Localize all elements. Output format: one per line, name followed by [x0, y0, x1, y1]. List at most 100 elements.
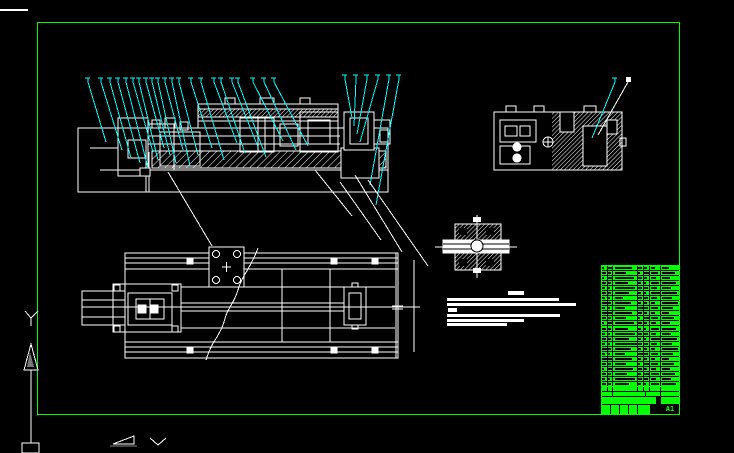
bom-cell: [644, 351, 649, 356]
bom-row: [602, 361, 679, 366]
drawing-title-cell: [602, 397, 656, 404]
bom-cell: [644, 311, 649, 316]
bom-cell: [650, 306, 660, 311]
bom-cell: [613, 356, 637, 361]
title-block: A1: [602, 386, 679, 414]
bom-row: [602, 296, 679, 301]
detail-balloon-square: [626, 77, 631, 82]
bom-cell: [608, 376, 612, 381]
bom-cell: [613, 326, 637, 331]
bom-cell: [650, 276, 660, 281]
bom-cell: [644, 276, 649, 281]
bom-cell: [638, 366, 643, 371]
bom-cell: [608, 366, 612, 371]
bom-cell: [650, 326, 660, 331]
bom-cell: [608, 266, 612, 271]
bom-cell: [661, 286, 679, 291]
bom-cell: [613, 371, 637, 376]
bom-cell: [613, 361, 637, 366]
bom-cell: [608, 321, 612, 326]
bom-cell: [638, 301, 643, 306]
bom-cell: [608, 381, 612, 386]
bom-cell: [638, 361, 643, 366]
bom-cell: [613, 311, 637, 316]
bom-cell: [602, 276, 607, 281]
bom-cell: [602, 361, 607, 366]
bom-cell: [602, 301, 607, 306]
bom-cell: [661, 281, 679, 286]
bom-cell: [650, 336, 660, 341]
bom-cell: [650, 281, 660, 286]
bom-cell: [661, 311, 679, 316]
bom-cell: [602, 306, 607, 311]
bom-row: [602, 366, 679, 371]
datum-box: [21, 442, 40, 453]
bom-cell: [638, 331, 643, 336]
bom-cell: [608, 316, 612, 321]
bom-cell: [644, 281, 649, 286]
bom-cell: [608, 326, 612, 331]
bom-cell: [602, 336, 607, 341]
bom-row: [602, 281, 679, 286]
bom-cell: [602, 321, 607, 326]
note-line: [448, 308, 457, 312]
bom-cell: [650, 311, 660, 316]
bom-cell: [638, 286, 643, 291]
bom-cell: [608, 346, 612, 351]
bom-cell: [661, 341, 679, 346]
bom-row: [602, 306, 679, 311]
bom-row: [602, 336, 679, 341]
bom-row: [602, 341, 679, 346]
bom-cell: [644, 271, 649, 276]
bom-cell: [644, 291, 649, 296]
bom-cell: [650, 286, 660, 291]
sheet-size-label: A1: [661, 405, 679, 414]
bom-cell: [613, 366, 637, 371]
bom-cell: [608, 301, 612, 306]
bom-cell: [661, 351, 679, 356]
bom-cell: [644, 301, 649, 306]
bom-cell: [638, 316, 643, 321]
bom-cell: [613, 351, 637, 356]
bom-cell: [602, 366, 607, 371]
bom-cell: [650, 321, 660, 326]
bom-cell: [638, 291, 643, 296]
bom-cell: [602, 346, 607, 351]
bom-row: [602, 271, 679, 276]
parts-table-rows: [602, 266, 679, 386]
front-view: [77, 97, 391, 193]
bom-row: [602, 301, 679, 306]
bom-cell: [638, 296, 643, 301]
bom-cell: [661, 336, 679, 341]
bom-cell: [644, 321, 649, 326]
bom-cell: [661, 371, 679, 376]
note-line: [447, 303, 576, 306]
bom-cell: [650, 266, 660, 271]
bom-row: [602, 286, 679, 291]
bom-cell: [650, 371, 660, 376]
bom-cell: [644, 266, 649, 271]
bom-cell: [638, 326, 643, 331]
bom-cell: [644, 376, 649, 381]
bom-cell: [608, 276, 612, 281]
bom-cell: [602, 331, 607, 336]
bom-cell: [650, 366, 660, 371]
bom-cell: [661, 271, 679, 276]
bom-cell: [644, 316, 649, 321]
bom-cell: [661, 366, 679, 371]
bom-cell: [608, 336, 612, 341]
bom-cell: [644, 366, 649, 371]
bom-cell: [602, 296, 607, 301]
bom-cell: [608, 296, 612, 301]
bom-cell: [638, 371, 643, 376]
bom-cell: [613, 266, 637, 271]
bom-cell: [638, 276, 643, 281]
bom-cell: [608, 356, 612, 361]
bom-cell: [644, 331, 649, 336]
bom-cell: [613, 296, 637, 301]
bom-cell: [613, 341, 637, 346]
bom-cell: [661, 356, 679, 361]
bom-cell: [638, 381, 643, 386]
